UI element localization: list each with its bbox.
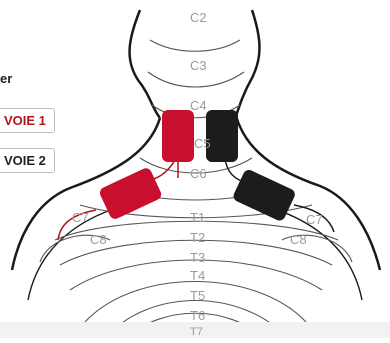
partial-caption: er [0, 71, 12, 86]
dermatome-c8-left: C8 [90, 232, 107, 247]
dermatome-c8-right: C8 [290, 232, 307, 247]
head-outline [130, 10, 160, 118]
channel-1-label: VOIE 1 [0, 108, 55, 133]
head-outline-right [236, 10, 260, 116]
dermatome-t6: T6 [190, 308, 205, 323]
dermatome-c2: C2 [190, 10, 207, 25]
dermatome-c6: C6 [190, 166, 207, 181]
dermatome-t5: T5 [190, 288, 205, 303]
dermatome-c3: C3 [190, 58, 207, 73]
dermatome-c7-right: C7 [306, 212, 323, 227]
dermatome-t3: T3 [190, 250, 205, 265]
channel-2-label: VOIE 2 [0, 148, 55, 173]
electrode-red-shoulder [98, 166, 163, 220]
dermatome-c7-left: C7 [72, 210, 89, 225]
electrode-black-neck [206, 110, 238, 162]
dermatome-t1: T1 [190, 210, 205, 225]
dermatome-c4: C4 [190, 98, 207, 113]
dermatome-t7: T7 [190, 326, 203, 338]
electrode-red-neck [162, 110, 194, 162]
dermatome-c5: C5 [194, 136, 211, 151]
dermatome-t2: T2 [190, 230, 205, 245]
dermatome-t4: T4 [190, 268, 205, 283]
